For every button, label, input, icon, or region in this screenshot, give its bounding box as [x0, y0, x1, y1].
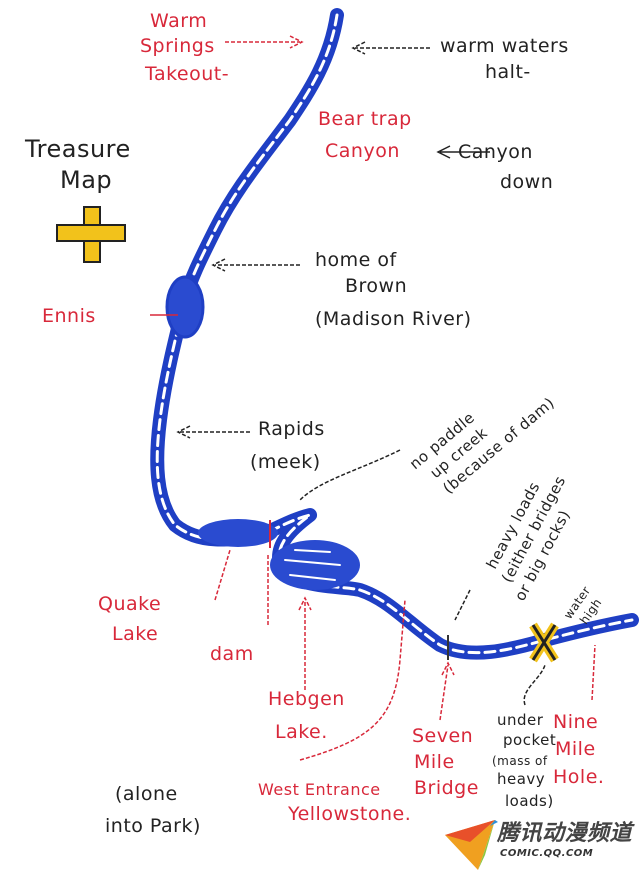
- label-under-pocket-2: pocket: [503, 731, 556, 749]
- ennis-lake: [165, 275, 205, 339]
- label-under-pocket-3: (mass of: [492, 754, 548, 768]
- label-warm-springs-3: Takeout-: [144, 63, 229, 85]
- label-bear-trap: Bear trap: [318, 108, 412, 130]
- label-canyon-down-2: down: [500, 171, 553, 193]
- label-alone-park: (alone: [115, 783, 178, 805]
- label-heavy-loads: heavy loads (either bridges or big rocks…: [483, 473, 574, 604]
- x-marks-the-spot: [529, 622, 559, 663]
- label-nine-mile: Nine: [553, 711, 598, 733]
- dam-marks: [269, 520, 449, 660]
- label-home-of-brown: home of: [315, 249, 398, 271]
- label-home-of-brown-3: (Madison River): [315, 308, 472, 330]
- label-quake-lake-2: Lake: [112, 623, 158, 645]
- label-seven-mile-2: Mile: [414, 751, 455, 773]
- watermark-en: COMIC.QQ.COM: [500, 848, 593, 859]
- label-dam: dam: [210, 643, 254, 665]
- label-west-entrance-2: Yellowstone.: [287, 803, 411, 825]
- watermark-cn: 腾讯动漫频道: [496, 820, 636, 846]
- label-warm-springs-2: Springs: [140, 35, 215, 57]
- label-under-pocket-4: heavy: [497, 770, 545, 788]
- labels: Warm Springs Takeout- warm waters halt- …: [24, 10, 605, 837]
- river: [150, 8, 639, 660]
- label-nine-mile-3: Hole.: [553, 766, 604, 788]
- label-warm-waters-2: halt-: [485, 61, 531, 83]
- label-under-pocket-5: loads): [505, 792, 554, 810]
- watermark: 腾讯动漫频道 COMIC.QQ.COM: [445, 820, 636, 870]
- map-title-2: Map: [60, 166, 112, 194]
- treasure-cross-icon: [56, 206, 126, 263]
- hebgen-lake-shape: [270, 540, 360, 590]
- label-rapids-2: (meek): [250, 451, 321, 473]
- label-hebgen-lake: Hebgen: [268, 688, 345, 710]
- quake-lake-shape: [198, 519, 278, 547]
- label-west-entrance: West Entrance: [258, 780, 381, 799]
- arrows: [150, 35, 596, 761]
- label-canyon-down: Canyon: [458, 141, 533, 163]
- label-alone-park-2: into Park): [105, 815, 201, 837]
- label-under-pocket: under: [497, 711, 544, 729]
- label-hebgen-lake-2: Lake.: [275, 721, 328, 743]
- label-seven-mile-3: Bridge: [414, 777, 479, 799]
- label-ennis: Ennis: [42, 305, 96, 327]
- label-seven-mile: Seven: [412, 725, 473, 747]
- label-home-of-brown-2: Brown: [345, 275, 407, 297]
- paper-plane-logo-icon: [445, 820, 498, 870]
- label-no-paddle: no paddle up creek (because of dam): [406, 394, 558, 498]
- label-quake-lake: Quake: [98, 593, 161, 615]
- label-nine-mile-2: Mile: [555, 738, 596, 760]
- label-rapids: Rapids: [258, 418, 325, 440]
- map-title: Treasure: [24, 135, 131, 163]
- label-warm-waters: warm waters: [440, 35, 569, 57]
- label-warm-springs: Warm: [150, 10, 207, 32]
- label-bear-trap-2: Canyon: [325, 140, 400, 162]
